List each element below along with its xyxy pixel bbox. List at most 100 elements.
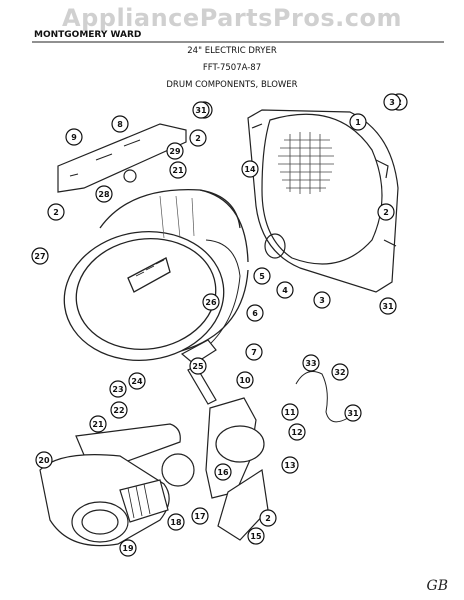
callout-20: 20 bbox=[35, 451, 53, 469]
callout-circle bbox=[246, 304, 264, 322]
section-title: DRUM COMPONENTS, BLOWER bbox=[166, 80, 298, 90]
drive-belt bbox=[205, 239, 241, 347]
model-number: FFT-7507A-87 bbox=[202, 63, 262, 73]
callout-circle bbox=[214, 463, 232, 481]
callout-8: 8 bbox=[111, 115, 129, 133]
callout-circle bbox=[331, 363, 349, 381]
callout-circle bbox=[95, 185, 113, 203]
callout-circle bbox=[119, 539, 137, 557]
callout-number: 2 bbox=[383, 208, 389, 217]
callout-22: 22 bbox=[110, 401, 128, 419]
callout-number: 23 bbox=[112, 385, 123, 394]
callout-31: 31 bbox=[379, 297, 397, 315]
callout-number: 18 bbox=[170, 518, 182, 527]
callout-3: 3 bbox=[313, 291, 331, 309]
callout-number: 16 bbox=[217, 468, 229, 477]
callout-number: 31 bbox=[347, 409, 359, 418]
callout-number: 3 bbox=[319, 296, 325, 305]
callout-circle bbox=[383, 93, 401, 111]
callout-circle bbox=[288, 423, 306, 441]
callout-number: 27 bbox=[34, 252, 45, 261]
callout-24: 24 bbox=[128, 372, 146, 390]
callout-7: 7 bbox=[245, 343, 263, 361]
callout-circle bbox=[110, 401, 128, 419]
callout-number: 4 bbox=[282, 286, 288, 295]
callout-5: 5 bbox=[253, 267, 271, 285]
callout-9: 9 bbox=[65, 128, 83, 146]
callout-number: 9 bbox=[71, 133, 77, 142]
callout-circle bbox=[189, 129, 207, 147]
callout-circle bbox=[344, 404, 362, 422]
callout-3: 3 bbox=[383, 93, 401, 111]
callout-circle bbox=[169, 161, 187, 179]
callout-2: 2 bbox=[47, 203, 65, 221]
callout-circle bbox=[109, 380, 127, 398]
callout-14: 14 bbox=[241, 160, 259, 178]
callout-circle bbox=[47, 203, 65, 221]
callout-6: 6 bbox=[246, 304, 264, 322]
callout-32: 32 bbox=[331, 363, 349, 381]
callout-25: 25 bbox=[189, 357, 207, 375]
callout-circle bbox=[189, 357, 207, 375]
callout-circle bbox=[245, 343, 263, 361]
callout-number: 21 bbox=[92, 420, 104, 429]
callout-number: 14 bbox=[244, 165, 256, 174]
callout-21: 21 bbox=[169, 161, 187, 179]
callout-circle bbox=[281, 456, 299, 474]
callout-31: 31 bbox=[192, 101, 210, 119]
callout-number: 2 bbox=[53, 208, 59, 217]
callout-number: 25 bbox=[192, 362, 204, 371]
dryer-drum bbox=[63, 189, 249, 361]
callout-number: 32 bbox=[334, 368, 345, 377]
callout-circle bbox=[65, 128, 83, 146]
callout-number: 22 bbox=[113, 406, 124, 415]
callout-circle bbox=[35, 451, 53, 469]
callout-number: 31 bbox=[382, 302, 394, 311]
callout-number: 1 bbox=[355, 118, 361, 127]
callout-circle bbox=[111, 115, 129, 133]
callout-number: 3 bbox=[389, 98, 395, 107]
callout-19: 19 bbox=[119, 539, 137, 557]
callout-28: 28 bbox=[95, 185, 113, 203]
handwritten-note: GB bbox=[426, 578, 448, 594]
callout-number: 2 bbox=[195, 134, 201, 143]
callout-33: 33 bbox=[302, 354, 320, 372]
callout-number: 8 bbox=[117, 120, 123, 129]
callout-27: 27 bbox=[31, 247, 49, 265]
callout-number: 20 bbox=[38, 456, 50, 465]
callout-number: 31 bbox=[195, 106, 207, 115]
callout-12: 12 bbox=[288, 423, 306, 441]
callout-number: 24 bbox=[131, 377, 143, 386]
callout-23: 23 bbox=[109, 380, 127, 398]
callout-2: 2 bbox=[189, 129, 207, 147]
callout-circle bbox=[192, 101, 210, 119]
callout-2: 2 bbox=[259, 509, 277, 527]
callout-number: 10 bbox=[239, 376, 251, 385]
callout-circle bbox=[166, 142, 184, 160]
callout-4: 4 bbox=[276, 281, 294, 299]
diagram-title: 24" ELECTRIC DRYER bbox=[187, 46, 277, 56]
callout-circle bbox=[89, 415, 107, 433]
callout-1: 1 bbox=[349, 113, 367, 131]
wire-harness bbox=[295, 371, 349, 423]
callout-number: 7 bbox=[251, 348, 257, 357]
callout-circle bbox=[377, 203, 395, 221]
callout-circle bbox=[313, 291, 331, 309]
callout-number: 5 bbox=[259, 272, 265, 281]
callout-2: 2 bbox=[377, 203, 395, 221]
callout-circle bbox=[236, 371, 254, 389]
callout-circle bbox=[191, 507, 209, 525]
callout-16: 16 bbox=[214, 463, 232, 481]
callout-circle bbox=[247, 527, 265, 545]
callout-17: 17 bbox=[191, 507, 209, 525]
callout-29: 29 bbox=[166, 142, 184, 160]
callout-26: 26 bbox=[202, 293, 220, 311]
callout-circle bbox=[202, 293, 220, 311]
callout-number: 13 bbox=[284, 461, 295, 470]
callout-13: 13 bbox=[281, 456, 299, 474]
callout-number: 15 bbox=[250, 532, 262, 541]
callout-number: 26 bbox=[205, 298, 217, 307]
callout-11: 11 bbox=[281, 403, 299, 421]
